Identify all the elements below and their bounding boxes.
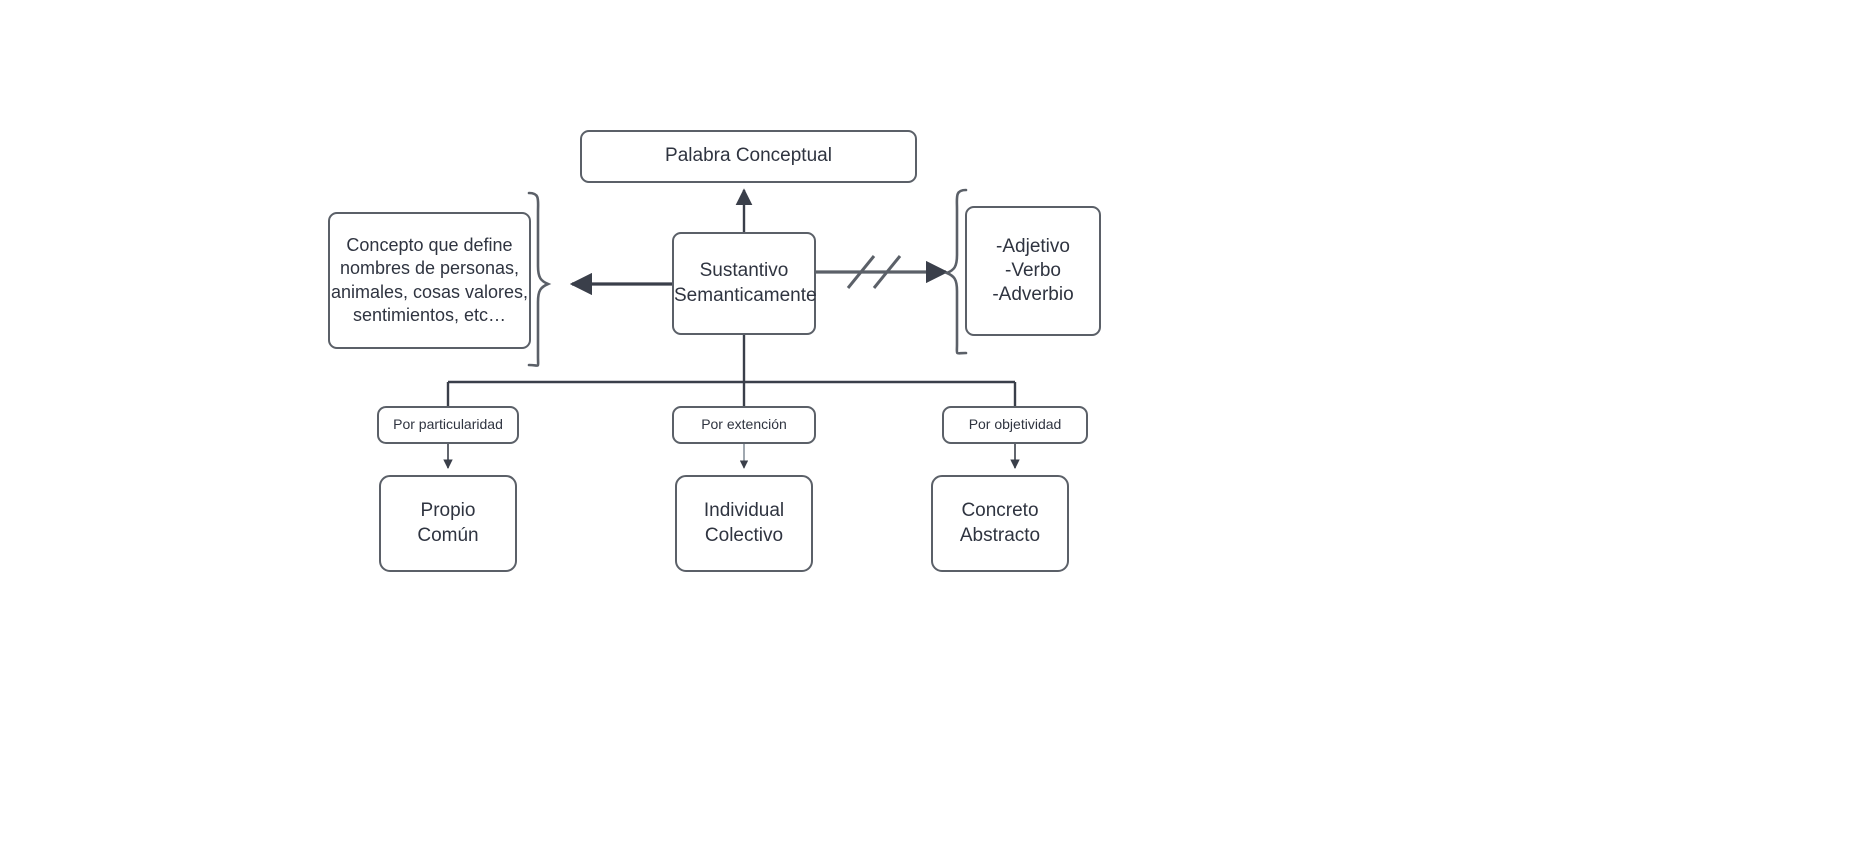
node-criterion-por-objetividad[interactable]: Por objetividad	[942, 406, 1088, 444]
criterion-0-label: Por particularidad	[393, 416, 503, 433]
definition-brace-icon	[527, 191, 552, 367]
node-center-label: Sustantivo Semanticamente	[674, 260, 817, 306]
node-leaf-propio-comun[interactable]: Propio Común	[379, 475, 517, 572]
negation-double-slash-icon	[846, 255, 902, 289]
edge-center-to-distribution	[446, 335, 1017, 406]
node-root-label: Palabra Conceptual	[665, 145, 832, 167]
excluded-brace-icon	[943, 188, 968, 355]
node-sustantivo-semanticamente[interactable]: Sustantivo Semanticamente	[672, 232, 817, 335]
criterion-2-label: Por objetividad	[968, 416, 1062, 433]
node-adjetivo-verbo-adverbio[interactable]: -Adjetivo -Verbo -Adverbio	[965, 206, 1101, 336]
node-leaf-concreto-abstracto[interactable]: Concreto Abstracto	[931, 475, 1069, 572]
node-excluded-label: -Adjetivo -Verbo -Adverbio	[992, 235, 1074, 306]
leaf-1-label: Individual Colectivo	[703, 500, 785, 546]
leaf-2-label: Concreto Abstracto	[959, 500, 1041, 546]
criterion-1-label: Por extención	[701, 416, 787, 433]
node-leaf-individual-colectivo[interactable]: Individual Colectivo	[675, 475, 813, 572]
node-criterion-por-particularidad[interactable]: Por particularidad	[377, 406, 519, 444]
node-criterion-por-extencion[interactable]: Por extención	[672, 406, 816, 444]
node-concepto-definicion[interactable]: Concepto que define nombres de personas,…	[328, 212, 531, 349]
node-definition-label: Concepto que define nombres de personas,…	[330, 235, 529, 325]
leaf-0-label: Propio Común	[417, 500, 479, 546]
node-palabra-conceptual[interactable]: Palabra Conceptual	[580, 130, 917, 183]
